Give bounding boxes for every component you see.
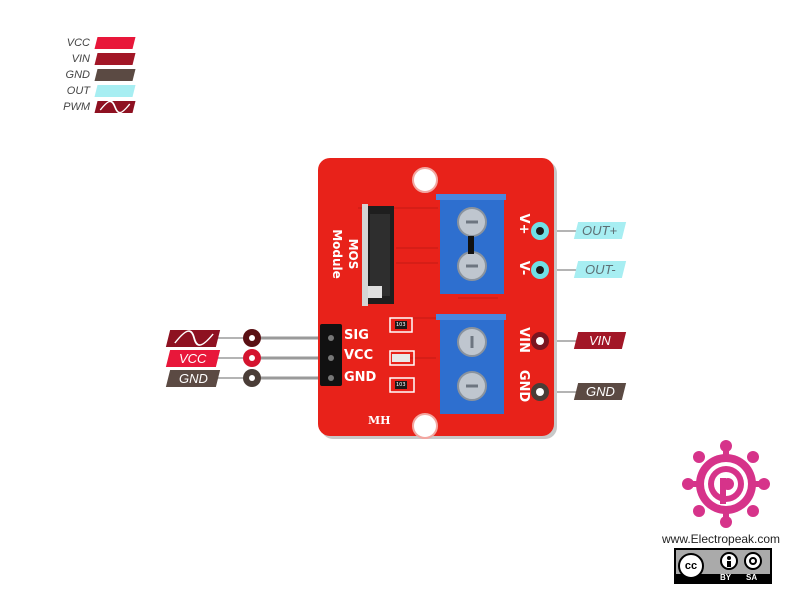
license-badge: cc BY SA bbox=[674, 548, 772, 584]
pin-label-text: OUT+ bbox=[582, 222, 617, 239]
pin-dot-gnd-right bbox=[531, 383, 549, 401]
terminal-label-vminus: V- bbox=[515, 253, 531, 283]
license-by: BY bbox=[720, 573, 731, 582]
pin-label-vin: VIN bbox=[574, 332, 626, 349]
pin-label-text: VIN bbox=[589, 332, 611, 349]
pin-label-pwm bbox=[166, 330, 220, 347]
terminal-label-vplus: V+ bbox=[515, 209, 531, 239]
resistor-code: 103 bbox=[396, 322, 406, 328]
pin-dot-pwm bbox=[243, 329, 261, 347]
header-pin-sig: SIG bbox=[344, 328, 369, 343]
pin-label-vcc: VCC bbox=[166, 350, 220, 367]
header-leads bbox=[252, 338, 325, 378]
resistor-code: 103 bbox=[396, 382, 406, 388]
terminal-label-gnd: GND bbox=[515, 367, 531, 405]
pin-dot-out-plus bbox=[531, 222, 549, 240]
license-sa: SA bbox=[746, 573, 757, 582]
pin-label-out-plus: OUT+ bbox=[574, 222, 626, 239]
pin-label-gnd-right: GND bbox=[574, 383, 626, 400]
pin-label-out-minus: OUT- bbox=[574, 261, 626, 278]
pin-label-text: OUT- bbox=[585, 261, 616, 278]
mos-module-board: MOS Module SIG VCC GND 103 103 V+ V- VIN… bbox=[318, 158, 558, 440]
share-alike-icon bbox=[744, 552, 762, 570]
pin-label-text: VCC bbox=[179, 350, 206, 367]
pin-dot-vcc bbox=[243, 349, 261, 367]
cc-icon: cc bbox=[678, 553, 704, 579]
terminal-label-vin: VIN bbox=[515, 321, 531, 359]
pin-dot-gnd bbox=[243, 369, 261, 387]
pin-label-text: GND bbox=[179, 370, 208, 387]
pin-dot-out-minus bbox=[531, 261, 549, 279]
board-brand: MH bbox=[368, 414, 391, 427]
pin-label-text: GND bbox=[586, 383, 615, 400]
attribution-icon bbox=[720, 552, 738, 570]
pin-label-gnd: GND bbox=[166, 370, 220, 387]
pin-dot-vin bbox=[531, 332, 549, 350]
electropeak-logo-icon bbox=[680, 438, 772, 530]
sine-wave-icon bbox=[166, 330, 220, 347]
header-pin-gnd: GND bbox=[344, 370, 376, 385]
header-pin-vcc: VCC bbox=[344, 348, 373, 363]
module-title: MOS Module bbox=[345, 219, 361, 289]
website-text: www.Electropeak.com bbox=[662, 532, 780, 546]
